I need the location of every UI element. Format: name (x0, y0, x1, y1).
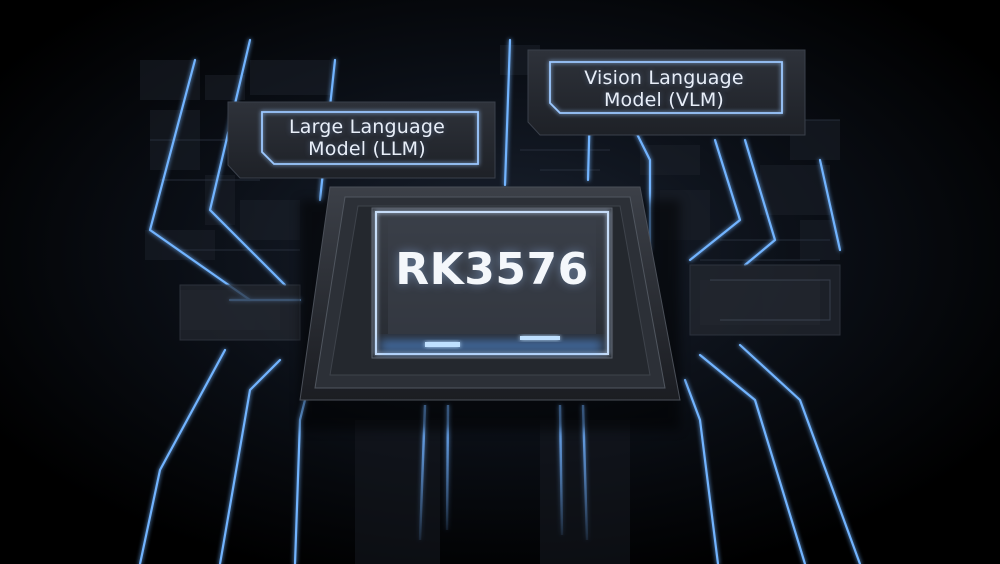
vlm-label: Vision Language Model (VLM) (553, 67, 775, 111)
llm-panel (227, 101, 496, 179)
llm-label-line1: Large Language (288, 116, 446, 138)
vlm-label-line1: Vision Language (584, 67, 744, 89)
llm-label-line2: Model (LLM) (308, 138, 426, 160)
vlm-panel (527, 49, 806, 136)
vlm-label-line2: Model (VLM) (603, 89, 725, 111)
glowing-traces (138, 38, 862, 564)
side-panels (179, 264, 841, 341)
soc-chip (299, 186, 681, 430)
llm-label: Large Language Model (LLM) (262, 116, 472, 160)
chip-model-label: RK3576 (395, 244, 589, 295)
